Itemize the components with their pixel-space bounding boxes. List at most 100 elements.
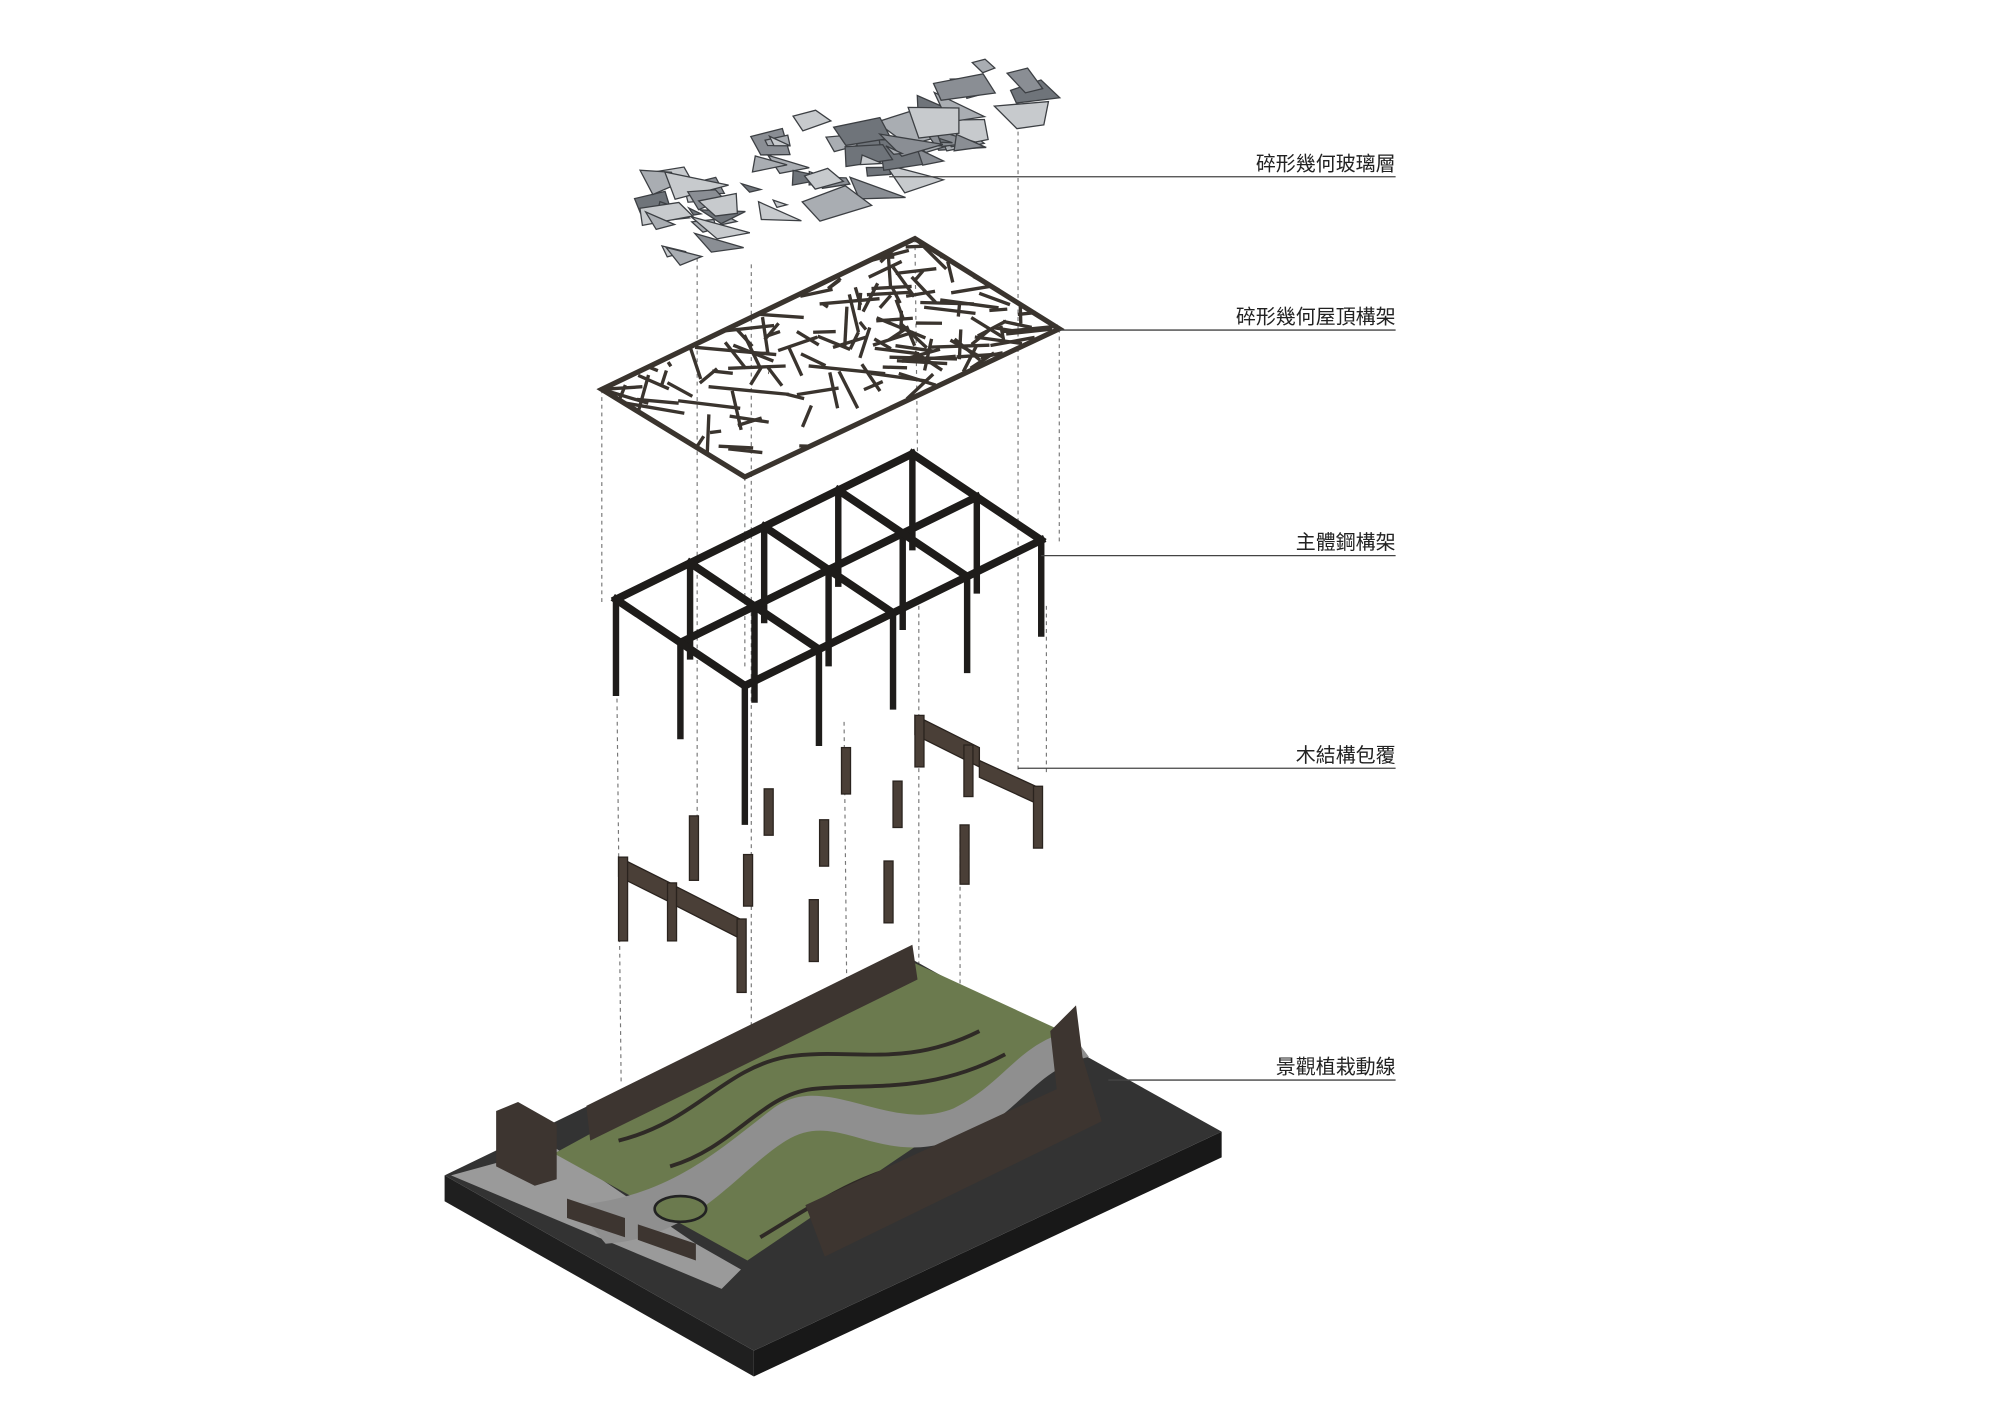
- roof-lattice-member: [857, 292, 863, 311]
- landscape-layer: [444, 944, 1222, 1377]
- roof-lattice-member: [800, 404, 813, 428]
- glass-panel: [644, 210, 677, 231]
- roof-lattice-member: [895, 343, 933, 353]
- glass-panel: [885, 145, 905, 155]
- walking-path: [573, 1031, 1089, 1244]
- glass-panel: [692, 232, 744, 253]
- glass-panel: [971, 58, 997, 74]
- roof-lattice-member: [946, 261, 955, 283]
- roof-lattice-member: [757, 312, 804, 320]
- roof-lattice-member: [905, 372, 935, 401]
- glass-panel: [1009, 79, 1062, 104]
- glass-panel: [938, 137, 953, 144]
- roof-lattice-member: [723, 341, 748, 370]
- roof-lattice-member: [902, 347, 941, 362]
- roof-lattice-member: [601, 385, 643, 392]
- glass-panel: [792, 109, 833, 132]
- roof-lattice-member: [882, 365, 908, 370]
- timber-post: [1032, 785, 1044, 849]
- glass-panel: [932, 73, 997, 102]
- roof-lattice-member: [763, 322, 780, 341]
- roof-lattice-member: [623, 401, 685, 415]
- roof-lattice-member: [732, 343, 774, 363]
- glass-panel: [801, 185, 874, 222]
- label-landscape: 景觀植栽動線: [1276, 1055, 1396, 1079]
- timber-column-cladding: [818, 819, 830, 867]
- glass-panel: [803, 167, 845, 190]
- timber-post: [617, 856, 629, 942]
- roof-lattice-member: [728, 364, 786, 371]
- glass-panel: [883, 163, 946, 194]
- roof-lattice-member: [601, 387, 649, 405]
- glass-panel: [768, 134, 791, 147]
- glass-panel: [907, 106, 960, 139]
- roof-lattice-member: [896, 359, 948, 366]
- roof-lattice-member: [915, 238, 948, 271]
- roof-lattice-member: [889, 355, 958, 361]
- roof-lattice-member: [843, 306, 849, 348]
- roof-lattice-member: [871, 284, 912, 291]
- timber-cladding-layer: [617, 714, 1044, 994]
- roof-lattice-member: [868, 259, 903, 279]
- roof-lattice-member: [978, 291, 1011, 307]
- glass-panel: [953, 133, 987, 152]
- roof-lattice-member: [895, 267, 937, 276]
- timber-column-cladding: [742, 853, 754, 907]
- glass-panel: [848, 176, 906, 200]
- glass-panel: [992, 100, 1050, 130]
- glass-panel: [664, 246, 704, 267]
- left-wall: [496, 1101, 557, 1186]
- glass-panel: [686, 206, 704, 216]
- timber-post: [914, 714, 925, 768]
- timber-panel: [675, 885, 746, 942]
- roof-lattice-member: [922, 338, 934, 371]
- roof-lattice-member: [666, 361, 673, 368]
- roof-lattice-member: [705, 414, 711, 455]
- roof-lattice-member: [832, 335, 869, 349]
- planter-curve: [618, 1029, 981, 1143]
- roof-lattice-member: [970, 316, 1004, 339]
- glass-panel: [859, 154, 883, 166]
- roof-lattice-member: [827, 277, 842, 290]
- timber-post: [963, 744, 974, 798]
- glass-panel: [739, 182, 764, 193]
- right-curved-wall: [805, 1005, 1102, 1257]
- steel-beam: [610, 594, 751, 692]
- timber-post: [666, 882, 678, 942]
- roof-lattice-member: [712, 369, 733, 376]
- roof-lattice-member: [636, 374, 651, 412]
- roof-lattice-member: [974, 335, 1023, 346]
- label-glass-layer: 碎形幾何玻璃層: [1256, 151, 1396, 175]
- roof-lattice-member: [999, 325, 1006, 342]
- slab-left-face: [444, 1175, 754, 1377]
- steel-frame-layer: [610, 448, 1047, 825]
- roof-lattice-member: [722, 323, 775, 333]
- timber-column-cladding: [840, 746, 852, 795]
- roof-lattice-member: [718, 444, 754, 450]
- roof-lattice-member: [858, 320, 868, 331]
- roof-lattice-member: [677, 399, 741, 410]
- roof-lattice-member: [728, 447, 763, 455]
- roof-outline: [596, 235, 1065, 480]
- roof-lattice-member: [636, 397, 679, 405]
- timber-column-cladding: [688, 815, 700, 881]
- roof-lattice-member: [866, 290, 912, 297]
- roof-lattice-member: [708, 385, 790, 397]
- roof-lattice-member: [875, 316, 927, 340]
- roof-lattice-member: [666, 381, 694, 398]
- glass-panel: [751, 155, 788, 173]
- back-wall: [586, 944, 918, 1141]
- low-wall: [567, 1198, 625, 1238]
- timber-panel: [978, 759, 1042, 807]
- roof-lattice-member: [890, 286, 902, 304]
- glass-panel: [697, 192, 739, 217]
- timber-column-cladding: [763, 788, 774, 836]
- roof-lattice-member: [837, 370, 860, 410]
- steel-beam: [907, 448, 1047, 546]
- roof-lattice-member: [863, 380, 884, 392]
- roof-lattice-member: [1002, 319, 1033, 330]
- roof-lattice-member: [749, 365, 764, 386]
- steel-beam: [684, 557, 825, 655]
- timber-column-cladding: [808, 899, 819, 963]
- roof-lattice-member: [786, 392, 805, 401]
